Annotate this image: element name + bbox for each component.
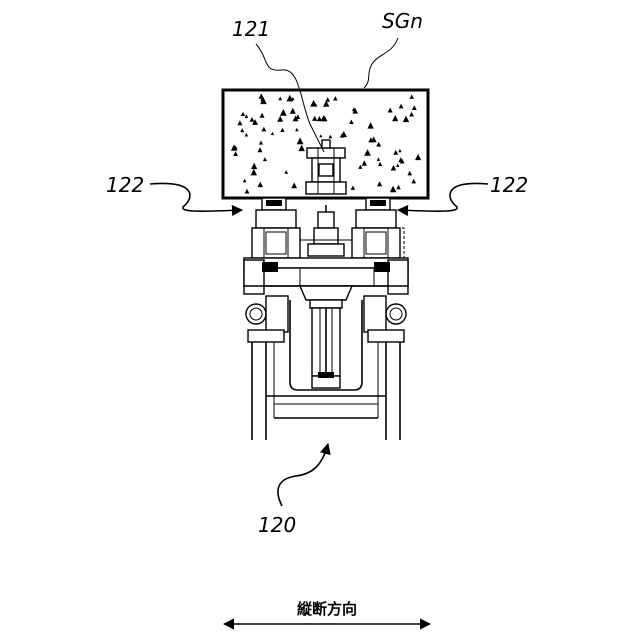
- label-122-left: 122: [106, 173, 144, 197]
- label-121: 121: [232, 17, 270, 41]
- label-122-right: 122: [490, 173, 528, 197]
- label-120: 120: [258, 513, 296, 537]
- label-sgn: SGn: [382, 9, 423, 33]
- part-121-gripper: [306, 140, 346, 194]
- right-roller: [386, 304, 406, 324]
- arrow-120: [278, 444, 328, 506]
- direction-caption: 縦断方向: [297, 600, 357, 618]
- machine-body: [244, 198, 408, 440]
- left-roller: [246, 304, 266, 324]
- leader-sgn: [364, 38, 398, 88]
